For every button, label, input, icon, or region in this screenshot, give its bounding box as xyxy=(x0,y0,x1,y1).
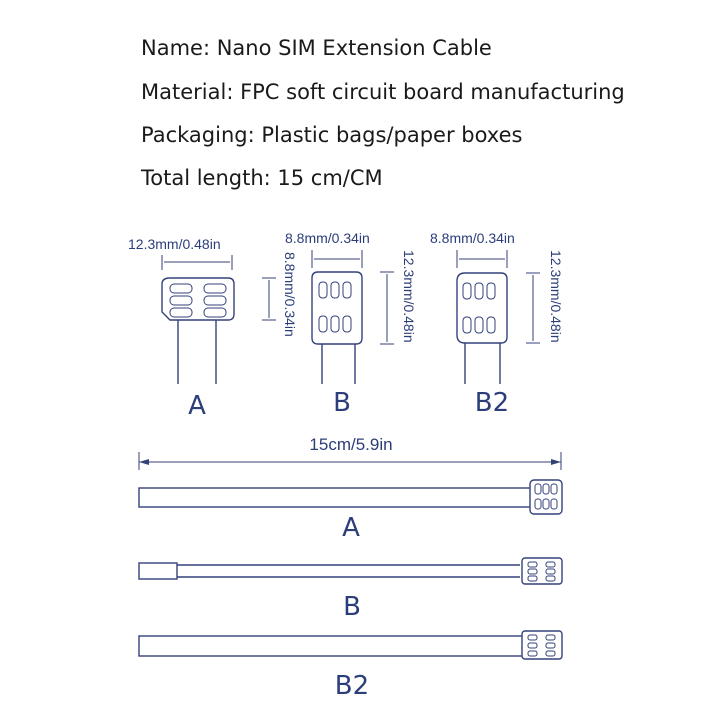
cable-b2-pin xyxy=(527,642,538,649)
cable-a-pin xyxy=(550,483,558,495)
length-label: 15cm/5.9in xyxy=(309,435,392,454)
connector-a-pin xyxy=(203,307,227,318)
cable-a-pin xyxy=(542,498,550,510)
connector-b2-pin xyxy=(486,316,496,334)
cable-b2-pin xyxy=(545,642,556,649)
connector-b-pin xyxy=(330,281,340,299)
connector-b-body xyxy=(311,271,363,345)
connector-a-width-label: 12.3mm/0.48in xyxy=(128,236,221,252)
connector-b2-width-label: 8.8mm/0.34in xyxy=(430,230,515,246)
spec-name: Name: Nano SIM Extension Cable xyxy=(141,36,492,60)
connector-a-height-label: 8.8mm/0.34in xyxy=(282,252,298,337)
cable-a-pin xyxy=(542,483,550,495)
connector-a-pin xyxy=(203,295,227,306)
cable-b-pin xyxy=(545,568,556,575)
connector-b-pin xyxy=(318,315,328,333)
cable-b-pin xyxy=(545,561,556,568)
cable-b2-ribbon xyxy=(138,635,526,657)
cable-b2-pin xyxy=(545,634,556,641)
connector-b-pin xyxy=(318,281,328,299)
connector-b-pin xyxy=(330,315,340,333)
connector-b-height-label: 12.3mm/0.48in xyxy=(401,250,417,343)
cable-b-pin xyxy=(545,575,556,582)
connector-b2-pin xyxy=(462,316,472,334)
cable-b-ribbon xyxy=(177,564,520,578)
cable-a-ribbon xyxy=(138,487,534,508)
cable-b-end-tab xyxy=(138,562,178,580)
cable-b2-connector xyxy=(521,630,563,660)
cable-b: B xyxy=(138,557,563,622)
cable-b2-pin xyxy=(527,650,538,657)
connector-b-detail: 8.8mm/0.34in 12.3mm/0.48in B xyxy=(285,230,417,418)
cable-b-connector xyxy=(521,557,563,585)
connector-b2-pin xyxy=(474,282,484,300)
cable-b-pin xyxy=(527,568,538,575)
connector-a-pin xyxy=(169,283,193,294)
connector-a-label: A xyxy=(188,391,206,421)
connector-b2-height-label: 12.3mm/0.48in xyxy=(548,250,564,343)
cable-a-pin xyxy=(550,498,558,510)
cable-b2-pin xyxy=(545,650,556,657)
connector-b2-pin xyxy=(486,282,496,300)
spec-length: Total length: 15 cm/CM xyxy=(141,166,383,190)
cable-b-label: B xyxy=(343,592,361,622)
connector-b-pin xyxy=(342,315,352,333)
connector-a-pin xyxy=(203,283,227,294)
connector-b2-label: B2 xyxy=(475,388,509,418)
length-arrowhead-right xyxy=(551,459,561,465)
connector-a-pin xyxy=(169,307,193,318)
cable-b2: B2 xyxy=(138,630,563,701)
connector-b2-detail: 8.8mm/0.34in 12.3mm/0.48in B2 xyxy=(430,230,564,418)
cable-a-label: A xyxy=(342,513,360,543)
spec-material: Material: FPC soft circuit board manufac… xyxy=(141,80,625,104)
cable-b-pin xyxy=(527,561,538,568)
cable-a-pin xyxy=(534,498,542,510)
length-dimension: 15cm/5.9in xyxy=(138,435,562,470)
spec-packaging: Packaging: Plastic bags/paper boxes xyxy=(141,123,523,147)
connector-b2-pin xyxy=(462,282,472,300)
cable-b-pin xyxy=(527,575,538,582)
cable-a-pin xyxy=(534,483,542,495)
connector-b-pin xyxy=(342,281,352,299)
cable-a: A xyxy=(138,479,563,543)
cable-b2-label: B2 xyxy=(335,671,369,701)
length-arrowhead-left xyxy=(139,459,149,465)
connector-a-pin xyxy=(169,295,193,306)
cable-a-connector xyxy=(529,479,563,515)
connector-a-body xyxy=(161,277,235,321)
connector-b2-pin xyxy=(474,316,484,334)
connector-a-detail: 12.3mm/0.48in 8.8mm/0.34in A xyxy=(128,236,298,421)
connector-b-width-label: 8.8mm/0.34in xyxy=(285,230,370,246)
connector-b-label: B xyxy=(333,388,351,418)
cable-b2-pin xyxy=(527,634,538,641)
